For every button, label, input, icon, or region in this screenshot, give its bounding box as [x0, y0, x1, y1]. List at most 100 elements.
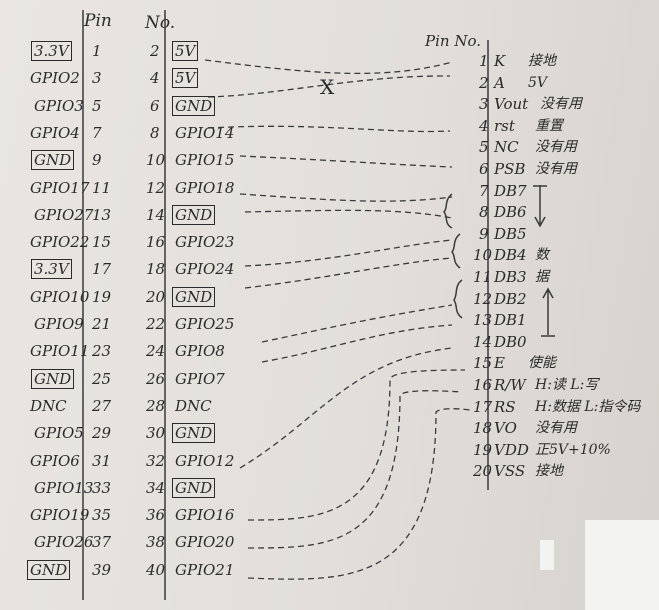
right-note-3: 没有用: [540, 96, 582, 112]
right-name-5: NC: [494, 138, 519, 156]
right-no-16: 16: [473, 376, 493, 394]
left-odd-no-35: 35: [92, 506, 112, 524]
left-odd-name-17-box: [31, 259, 72, 279]
left-odd-name-37: GPIO26: [34, 533, 94, 551]
right-no-12: 12: [473, 290, 493, 308]
cross-mark: X: [320, 75, 335, 99]
right-name-11: DB3: [494, 268, 527, 286]
left-odd-name-11: GPIO17: [30, 179, 90, 197]
right-note-11: 据: [535, 269, 549, 285]
left-pin-header: Pin: [84, 11, 112, 31]
left-even-name-30-box: [172, 423, 216, 443]
left-even-name-4: 5V: [175, 69, 196, 87]
left-odd-name-3: GPIO2: [30, 69, 80, 87]
brace-db7-db6: [442, 193, 453, 229]
left-even-name-2-box: [172, 41, 199, 61]
right-no-10: 10: [473, 246, 493, 264]
right-no-8: 8: [479, 203, 489, 221]
brace-db5-db4: [450, 233, 461, 269]
left-odd-no-31: 31: [92, 452, 112, 470]
left-odd-no-1: 1: [92, 42, 102, 60]
right-no-3: 3: [479, 95, 489, 113]
left-even-name-26: GPIO7: [175, 370, 225, 388]
left-odd-no-13: 13: [92, 206, 112, 224]
left-odd-no-29: 29: [92, 424, 112, 442]
right-name-17: RS: [494, 398, 516, 416]
left-even-name-18: GPIO24: [175, 260, 235, 278]
right-no-2: 2: [479, 74, 489, 92]
left-even-name-34-box: [172, 478, 216, 498]
right-note-19: 正5V+10%: [535, 442, 611, 458]
right-name-4: rst: [494, 117, 515, 135]
left-even-no-12: 12: [146, 179, 166, 197]
left-even-name-34: GND: [175, 479, 213, 497]
right-name-12: DB2: [494, 290, 527, 308]
left-even-name-24: GPIO8: [175, 342, 225, 360]
left-odd-name-9: GND: [34, 151, 72, 169]
right-no-6: 6: [479, 160, 489, 178]
right-no-13: 13: [473, 311, 493, 329]
wire-gpio14-to-psb: [239, 155, 453, 168]
left-odd-name-15: GPIO22: [30, 233, 90, 251]
right-note-4: 重置: [535, 118, 563, 134]
left-odd-name-21: GPIO9: [34, 315, 84, 333]
wire-gpio16-to-e: [247, 369, 466, 521]
left-odd-no-5: 5: [92, 97, 102, 115]
left-even-no-14: 14: [146, 206, 166, 224]
right-name-2: A: [494, 74, 505, 92]
right-name-19: VDD: [494, 441, 529, 459]
left-odd-name-17: 3.3V: [34, 260, 69, 278]
right-no-5: 5: [479, 138, 489, 156]
left-even-name-32: GPIO12: [175, 452, 235, 470]
left-even-no-4: 4: [150, 69, 160, 87]
left-odd-name-29: GPIO5: [34, 424, 84, 442]
left-even-name-6: GND: [175, 97, 213, 115]
wire-gpio12-to-db0: [239, 347, 453, 469]
left-even-no-28: 28: [146, 397, 166, 415]
left-even-name-36: GPIO16: [175, 506, 235, 524]
left-even-name-14: GND: [175, 206, 213, 224]
left-even-name-20-box: [172, 287, 216, 307]
left-even-name-6-box: [172, 96, 216, 116]
wire-gnd-to-rst: [207, 125, 451, 133]
wire-5v-to-k: [204, 59, 453, 75]
left-odd-no-23: 23: [92, 342, 112, 360]
arrow-up-data: [541, 287, 555, 337]
white-smudge: [540, 540, 554, 570]
left-even-no-6: 6: [150, 97, 160, 115]
left-odd-no-7: 7: [92, 124, 102, 142]
right-no-4: 4: [479, 117, 489, 135]
left-even-no-2: 2: [150, 42, 160, 60]
right-name-14: DB0: [494, 333, 527, 351]
white-paper-corner: [585, 520, 659, 610]
left-odd-name-31: GPIO6: [30, 452, 80, 470]
right-name-20: VSS: [494, 462, 526, 480]
right-no-18: 18: [473, 419, 493, 437]
left-even-no-40: 40: [146, 561, 166, 579]
left-even-no-8: 8: [150, 124, 160, 142]
left-even-no-24: 24: [146, 342, 166, 360]
left-odd-name-13: GPIO27: [34, 206, 94, 224]
left-odd-name-33: GPIO13: [34, 479, 94, 497]
left-odd-no-27: 27: [92, 397, 112, 415]
right-name-1: K: [494, 52, 506, 70]
left-even-no-36: 36: [146, 506, 166, 524]
right-name-7: DB7: [494, 182, 527, 200]
right-no-11: 11: [473, 268, 493, 286]
left-odd-no-3: 3: [92, 69, 102, 87]
left-even-name-14-box: [172, 205, 216, 225]
left-even-no-34: 34: [146, 479, 166, 497]
left-odd-no-37: 37: [92, 533, 112, 551]
right-name-18: VO: [494, 419, 517, 437]
left-even-name-8: GPIO14: [175, 124, 235, 142]
left-even-no-38: 38: [146, 533, 166, 551]
right-note-15: 使能: [528, 355, 556, 371]
wire-gpio21-to-rs: [247, 408, 471, 580]
right-note-6: 没有用: [535, 161, 577, 177]
right-no-15: 15: [473, 354, 493, 372]
left-even-name-28: DNC: [175, 397, 212, 415]
wire-gpio20-to-rw: [247, 390, 463, 549]
left-even-name-10: GPIO15: [175, 151, 235, 169]
left-even-name-30: GND: [175, 424, 213, 442]
